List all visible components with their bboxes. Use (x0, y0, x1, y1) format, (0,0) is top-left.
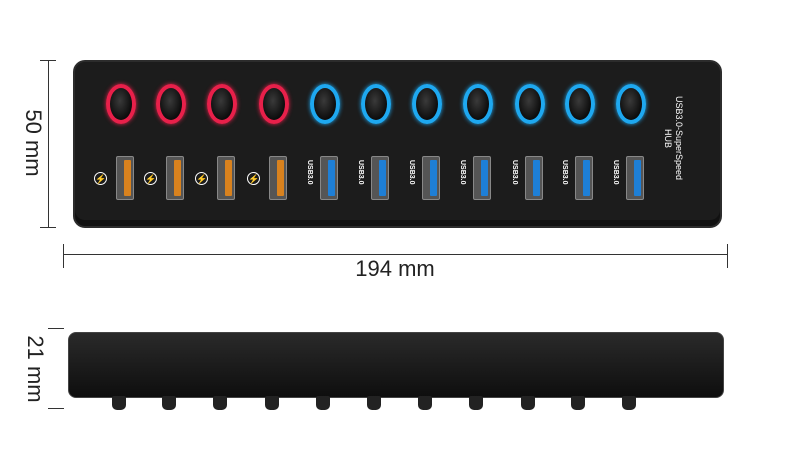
fast-charge-icon: ⚡ (247, 172, 260, 185)
width-dimension-line (63, 254, 728, 255)
usb3-label: USB3.0 (511, 160, 518, 185)
usb-port (525, 156, 543, 200)
port-power-button[interactable] (565, 84, 595, 124)
side-knob (367, 396, 381, 410)
side-knob (265, 396, 279, 410)
port-power-button[interactable] (412, 84, 442, 124)
usb-port (116, 156, 134, 200)
side-knob (418, 396, 432, 410)
port-power-button[interactable] (361, 84, 391, 124)
port-power-button[interactable] (259, 84, 289, 124)
port-tongue (430, 160, 437, 196)
port-power-button[interactable] (463, 84, 493, 124)
usb3-label: USB3.0 (459, 160, 466, 185)
port-power-button[interactable] (156, 84, 186, 124)
port-power-button[interactable] (616, 84, 646, 124)
dimension-tick (40, 60, 56, 61)
dimension-tick (63, 244, 64, 268)
usb3-label: USB3.0 (561, 160, 568, 185)
port-tongue (124, 160, 131, 196)
dimension-tick (727, 244, 728, 268)
fast-charge-icon: ⚡ (94, 172, 107, 185)
port-tongue (379, 160, 386, 196)
port-tongue (634, 160, 641, 196)
width-label: 194 mm (355, 256, 435, 281)
brand-line-1: USB3.0-SuperSpeed (674, 96, 684, 181)
port-power-button[interactable] (207, 84, 237, 124)
usb-port (269, 156, 287, 200)
port-tongue (328, 160, 335, 196)
side-knob (162, 396, 176, 410)
side-knob (316, 396, 330, 410)
port-power-button[interactable] (106, 84, 136, 124)
usb3-label: USB3.0 (306, 160, 313, 185)
port-power-button[interactable] (310, 84, 340, 124)
side-knob (213, 396, 227, 410)
port-tongue (481, 160, 488, 196)
usb-port (166, 156, 184, 200)
usb-port (626, 156, 644, 200)
side-knob (469, 396, 483, 410)
port-tongue (533, 160, 540, 196)
height-dimension-line (48, 60, 49, 228)
fast-charge-icon: ⚡ (195, 172, 208, 185)
usb-port (422, 156, 440, 200)
side-knob (112, 396, 126, 410)
port-tongue (174, 160, 181, 196)
usb-port (320, 156, 338, 200)
port-tongue (277, 160, 284, 196)
hub-top-view (73, 60, 722, 228)
usb3-label: USB3.0 (357, 160, 364, 185)
usb-port (473, 156, 491, 200)
fast-charge-icon: ⚡ (144, 172, 157, 185)
brand-line-2: HUB (663, 128, 673, 148)
usb3-label: USB3.0 (612, 160, 619, 185)
side-knob (622, 396, 636, 410)
depth-label: 21 mm (22, 324, 48, 414)
port-tongue (225, 160, 232, 196)
hub-side-view (68, 332, 724, 398)
height-label: 50 mm (20, 98, 46, 188)
side-knob (521, 396, 535, 410)
usb-port (575, 156, 593, 200)
port-power-button[interactable] (515, 84, 545, 124)
usb3-label: USB3.0 (408, 160, 415, 185)
side-knob (571, 396, 585, 410)
dimension-tick (40, 227, 56, 228)
port-tongue (583, 160, 590, 196)
usb-port (217, 156, 235, 200)
usb-port (371, 156, 389, 200)
